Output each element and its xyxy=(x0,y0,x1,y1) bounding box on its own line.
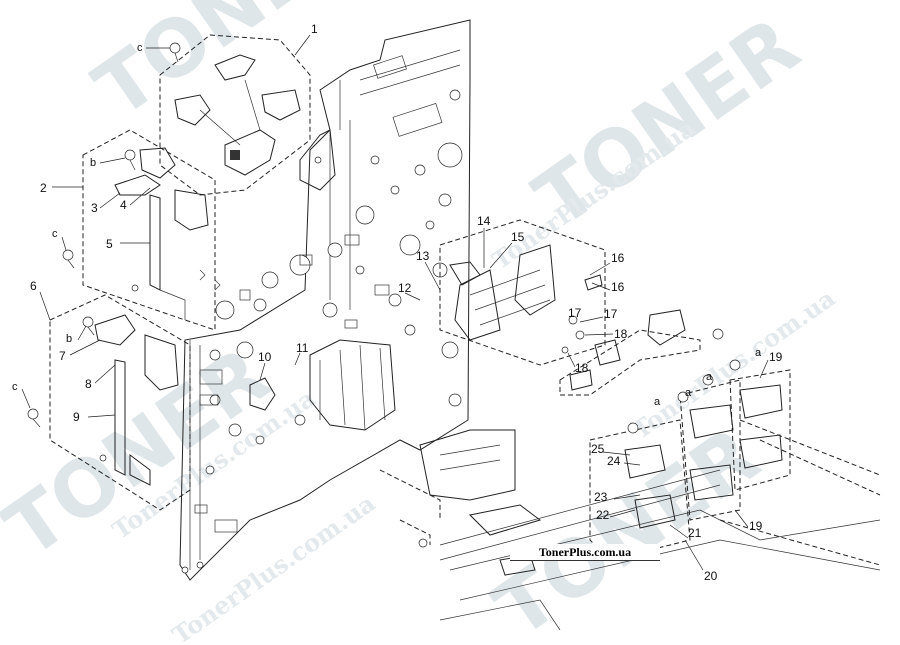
screw-icon xyxy=(82,316,95,336)
support-bracket xyxy=(299,129,336,191)
callout-8: 8 xyxy=(85,377,92,391)
site-label: TonerPlus.com.ua xyxy=(510,544,660,561)
assembly-group-1 xyxy=(159,34,311,196)
callout-18: 18 xyxy=(575,361,589,375)
fastener-letter-a: a xyxy=(706,371,713,383)
fastener-letter-c: c xyxy=(52,228,58,240)
watermark-brand: TONER xyxy=(479,411,775,645)
screw-icon xyxy=(27,408,41,428)
callout-25: 25 xyxy=(591,442,605,456)
assembly-group-2 xyxy=(82,129,216,331)
screw-icon xyxy=(169,42,181,63)
fastener-letter-c: c xyxy=(12,381,18,393)
callout-23: 23 xyxy=(594,490,608,504)
fastener-letter-a: a xyxy=(685,387,692,399)
main-frame-plate xyxy=(179,19,471,581)
callout-2: 2 xyxy=(40,181,47,195)
callout-7: 7 xyxy=(59,349,66,363)
callout-19: 19 xyxy=(769,350,783,364)
callout-12: 12 xyxy=(398,281,412,295)
callout-labels: 1 2 3 4 5 6 7 8 9 10 11 12 13 14 15 16 1… xyxy=(30,22,783,583)
watermark-brand: TONER xyxy=(79,0,375,136)
callout-14: 14 xyxy=(477,214,491,228)
callout-17: 17 xyxy=(568,306,582,320)
callout-6: 6 xyxy=(30,279,37,293)
callout-21: 21 xyxy=(688,526,702,540)
callout-16: 16 xyxy=(611,251,625,265)
callout-19: 19 xyxy=(749,519,763,533)
fastener-letter-b: b xyxy=(90,157,96,169)
fastener-letter-c: c xyxy=(137,42,143,54)
callout-17: 17 xyxy=(604,307,618,321)
screw-icon xyxy=(124,149,136,171)
callout-13: 13 xyxy=(416,249,430,263)
callout-9: 9 xyxy=(73,410,80,424)
callout-3: 3 xyxy=(91,201,98,215)
callout-18: 18 xyxy=(614,327,628,341)
fastener-letters: c b c b c a a a a xyxy=(12,42,762,408)
slide-rails xyxy=(439,419,881,631)
callout-4: 4 xyxy=(120,198,127,212)
fastener-letter-a: a xyxy=(755,347,762,359)
assembly-group-6 xyxy=(49,294,191,511)
link-arm xyxy=(559,309,724,396)
callout-5: 5 xyxy=(106,237,113,251)
callout-16: 16 xyxy=(611,280,625,294)
leader-lines xyxy=(21,34,769,571)
callout-15: 15 xyxy=(511,230,525,244)
fastener-letter-a: a xyxy=(654,396,661,408)
fastener-letter-b: b xyxy=(66,333,72,345)
callout-22: 22 xyxy=(596,508,610,522)
screw-icon xyxy=(62,249,75,269)
center-lower-assembly xyxy=(249,339,516,548)
callout-20: 20 xyxy=(704,569,718,583)
callout-10: 10 xyxy=(258,350,272,364)
screw-set xyxy=(27,42,181,428)
right-upper-assembly xyxy=(439,219,606,366)
callout-1: 1 xyxy=(311,22,318,36)
watermark-layer: TONER TONER TONER TONER TonerPlus.com.ua… xyxy=(0,0,840,645)
callout-24: 24 xyxy=(607,454,621,468)
right-lower-assembly xyxy=(589,359,791,561)
callout-11: 11 xyxy=(296,341,309,355)
